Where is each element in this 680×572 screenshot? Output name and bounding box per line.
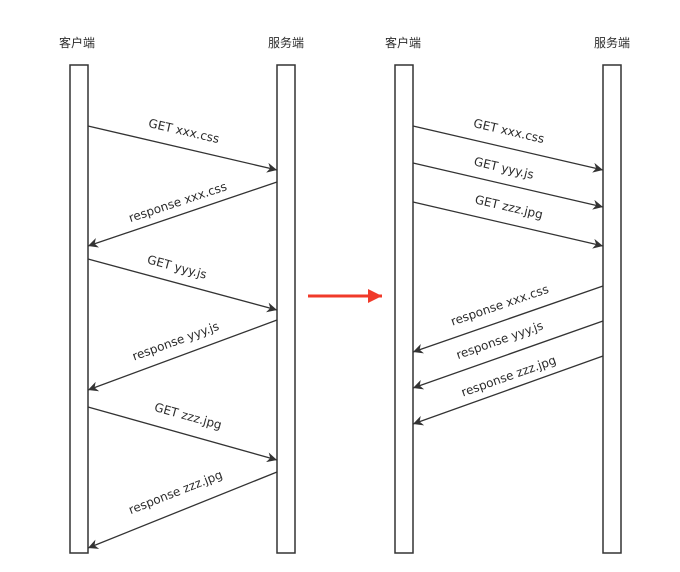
right-msg-2-label: GET yyy.js <box>473 154 536 181</box>
right-msg-2-arrow <box>412 162 604 210</box>
right-msg-1-arrow <box>412 125 604 173</box>
right-server-label: 服务端 <box>594 35 630 50</box>
left-msg-5-label: GET zzz.jpg <box>153 400 224 432</box>
right-msg-6-arrow <box>412 355 604 426</box>
right-client-label: 客户端 <box>385 35 421 50</box>
right-msg-3-arrow <box>412 201 604 249</box>
left-msg-1-arrow <box>87 125 278 173</box>
left-msg-4-label: response yyy.js <box>130 319 221 363</box>
right-msg-1-label: GET xxx.css <box>472 116 546 146</box>
left-msg-1-label: GET xxx.css <box>147 116 221 146</box>
left-msg-5-arrow <box>87 406 278 463</box>
left-msg-4-arrow <box>87 319 278 392</box>
left-msg-3-arrow <box>87 258 278 313</box>
right-msg-6-label: response zzz.jpg <box>459 353 558 399</box>
left-server-label: 服务端 <box>268 35 304 50</box>
right-msg-5-arrow <box>412 320 604 390</box>
right-server-lifeline <box>602 64 622 554</box>
left-msg-6-arrow <box>87 471 278 549</box>
left-diagram: 客户端 服务端 GET xxx.css response xxx.css GET… <box>59 35 304 554</box>
left-msg-6-label: response zzz.jpg <box>127 468 225 518</box>
left-msg-2-arrow <box>87 181 278 248</box>
left-client-lifeline <box>69 64 89 554</box>
right-client-lifeline <box>394 64 414 554</box>
right-msg-5-label: response yyy.js <box>454 318 545 362</box>
right-msg-3-label: GET zzz.jpg <box>474 192 545 221</box>
left-server-lifeline <box>276 64 296 554</box>
left-msg-2-label: response xxx.css <box>127 179 229 225</box>
right-msg-4-arrow <box>412 285 604 354</box>
left-client-label: 客户端 <box>59 35 95 50</box>
right-diagram: 客户端 服务端 GET xxx.css GET yyy.js GET zzz.j… <box>385 35 630 554</box>
